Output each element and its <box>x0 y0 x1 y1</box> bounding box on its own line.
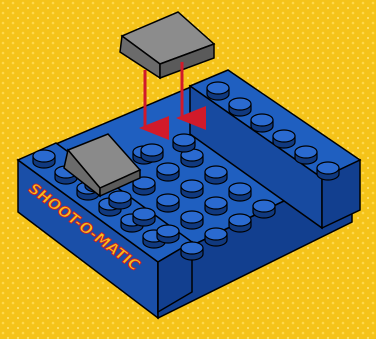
stud <box>207 82 229 100</box>
stud <box>205 197 227 215</box>
stud <box>181 242 203 260</box>
stud <box>133 208 155 226</box>
stud <box>33 150 55 168</box>
stud <box>317 162 339 180</box>
stud <box>181 211 203 229</box>
stud <box>157 194 179 212</box>
stud <box>109 191 131 209</box>
stud <box>229 214 251 232</box>
stud <box>273 130 295 148</box>
stud <box>181 180 203 198</box>
stud <box>157 163 179 181</box>
stud <box>157 225 179 243</box>
stud <box>173 134 195 152</box>
stud <box>229 98 251 116</box>
stud <box>141 144 163 162</box>
stud <box>205 166 227 184</box>
stud <box>251 114 273 132</box>
stud <box>229 183 251 201</box>
stud <box>205 228 227 246</box>
stud <box>253 200 275 218</box>
stud <box>295 146 317 164</box>
